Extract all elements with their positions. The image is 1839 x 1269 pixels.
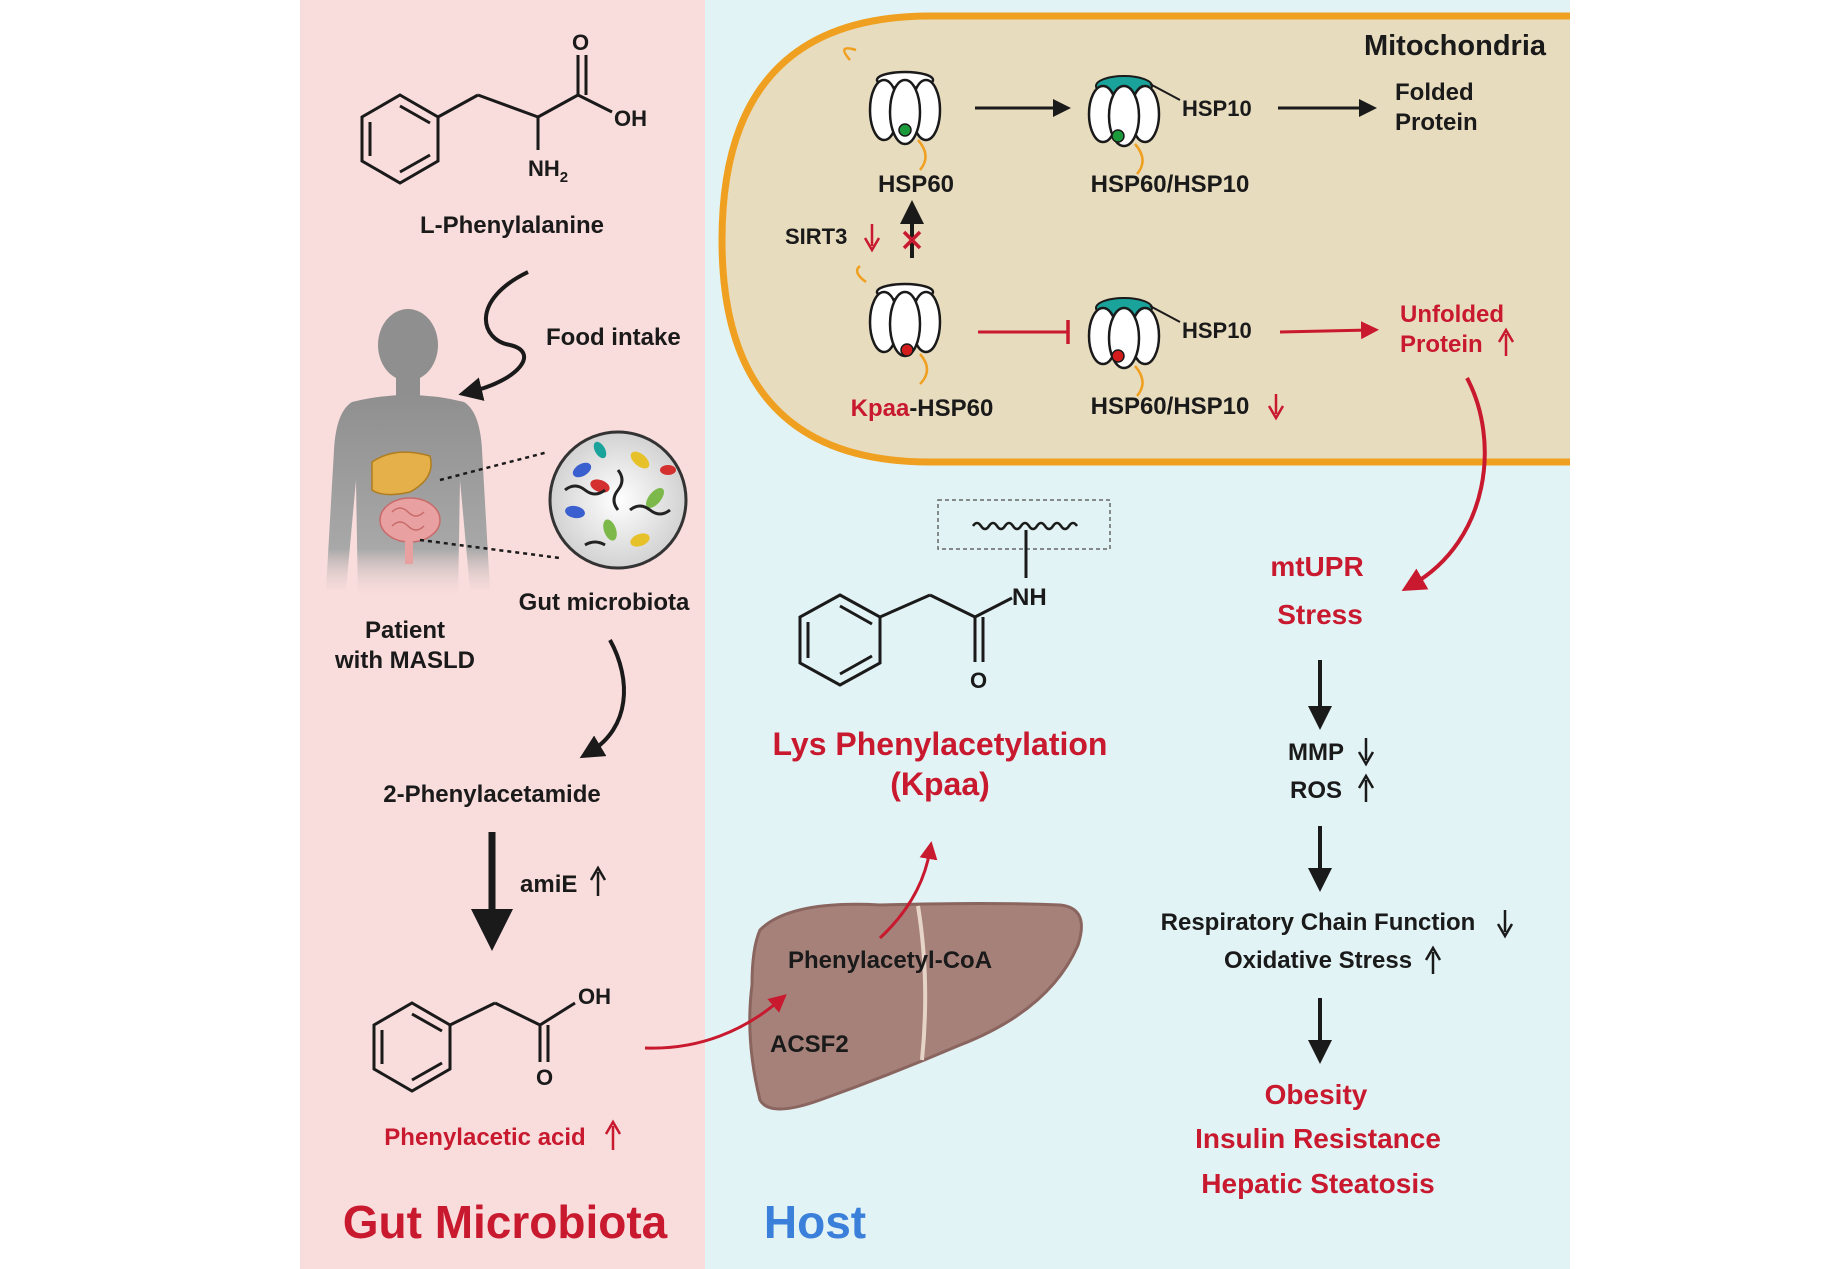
phenylacetamide-label: 2-Phenylacetamide [383,781,600,808]
complex-label-top: HSP60/HSP10 [1091,171,1250,198]
lysine-wavy-line [971,521,1079,531]
kpaa-oxygen-label: O [970,668,987,693]
unfolded-protein-line1: Unfolded [1400,301,1504,328]
patient-label-line2: with MASLD [334,647,475,674]
hepatic-steatosis-label: Hepatic Steatosis [1201,1168,1434,1199]
gut-panel-background [300,0,705,1269]
zoom-line-top [439,450,549,482]
hsp60-barrel-icon [843,47,942,171]
liver-to-kpaa-arrow [878,841,938,940]
hsp60-hsp10-complex-reduced-icon [1087,297,1181,397]
microbiota-circle-icon [548,430,688,570]
kpaa-structure [798,530,1028,687]
stress-label: Stress [1277,599,1363,630]
amie-label: amiE [520,871,577,898]
phenylacetic-hydroxyl-label: OH [578,984,611,1009]
unfolded-up-arrow-icon [1497,327,1515,356]
hsp60-hsp10-complex-icon [1087,75,1181,175]
phenylacetic-to-liver-arrow [644,994,787,1050]
microbiota-to-phenylacetamide-arrow [579,639,626,759]
unfolded-protein-line2: Protein [1400,331,1483,358]
kpaa-title-line2: (Kpaa) [890,766,990,802]
mitochondria-title: Mitochondria [1364,30,1547,62]
kpaa-hsp60-barrel-icon [855,265,942,385]
phenylacetic-acid-label: Phenylacetic acid [384,1124,585,1151]
obesity-label: Obesity [1265,1079,1368,1110]
gut-panel-title: Gut Microbiota [343,1196,668,1248]
food-intake-arrow [458,270,529,401]
kpaa-nh-label: NH [1012,584,1047,611]
amie-up-arrow-icon [589,865,607,896]
complex-down-arrow-icon [1267,394,1285,421]
folded-protein-line1: Folded [1395,79,1474,106]
gut-microbiota-label: Gut microbiota [519,589,690,616]
carbonyl-oxygen-label: O [572,30,589,55]
inhibition-line [978,320,1070,344]
phenylacetic-oxygen-label: O [536,1065,553,1090]
lysine-chain-box [937,499,1111,550]
organs-icon [371,451,441,564]
mtupr-label: mtUPR [1270,551,1363,582]
complex-label-bottom: HSP60/HSP10 [1091,393,1250,420]
food-intake-label: Food intake [546,324,681,351]
complex-to-unfolded-arrow [1279,321,1379,340]
hsp10-label-top: HSP10 [1182,96,1252,121]
hsp10-label-bottom: HSP10 [1182,318,1252,343]
insulin-resistance-label: Insulin Resistance [1195,1123,1441,1154]
ros-label: ROS [1290,777,1342,804]
kpaa-title-line1: Lys Phenylacetylation [773,726,1108,762]
unfolded-to-mtupr-arrow [1401,377,1487,592]
ros-up-arrow-icon [1357,773,1375,802]
kpaa-hsp60-label: Kpaa-HSP60 [851,395,994,422]
oxidative-up-arrow-icon [1424,945,1442,974]
respiratory-down-arrow-icon [1496,910,1514,939]
patient-label-line1: Patient [365,617,445,644]
l-phenylalanine-structure [360,55,613,185]
sirt3-label: SIRT3 [785,224,847,249]
oxidative-stress-label: Oxidative Stress [1224,947,1412,974]
amine-label: NH2 [528,156,568,186]
hsp60-label: HSP60 [878,171,954,198]
respiratory-chain-label: Respiratory Chain Function [1161,909,1476,936]
phenylacetyl-coa-label: Phenylacetyl-CoA [788,947,992,974]
mmp-down-arrow-icon [1357,738,1375,767]
blocked-cross-icon [902,230,922,250]
sirt3-down-arrow-icon [863,224,881,253]
folded-protein-line2: Protein [1395,109,1478,136]
host-panel-title: Host [764,1196,866,1248]
mmp-label: MMP [1288,739,1344,766]
l-phenylalanine-label: L-Phenylalanine [420,212,604,239]
phenylacetic-up-arrow-icon [604,1119,622,1150]
liver-icon [748,902,1083,1111]
hydroxyl-label: OH [614,106,647,131]
acsf2-label: ACSF2 [770,1031,849,1058]
phenylacetic-acid-structure [372,1001,576,1093]
